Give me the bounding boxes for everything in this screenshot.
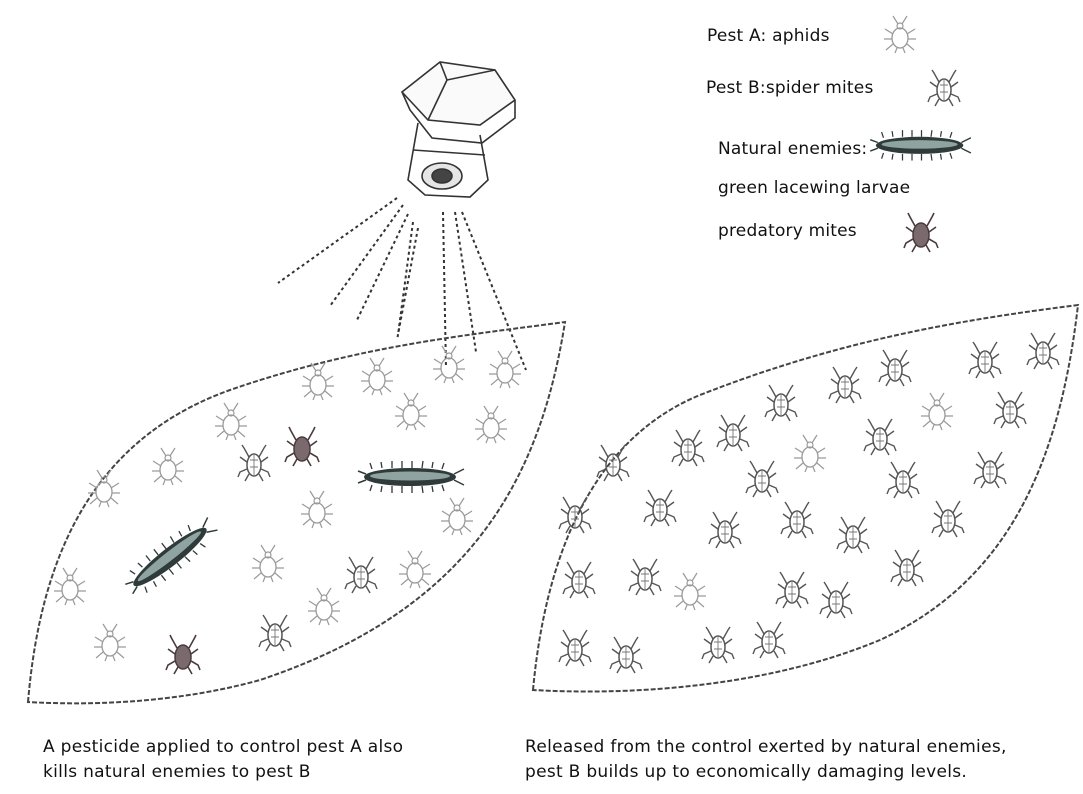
- legend-predatory-mites: predatory mites: [718, 221, 857, 241]
- spray-lines: [278, 198, 526, 370]
- spider-mite-icon: [928, 70, 960, 106]
- legend-lacewing: green lacewing larvae: [718, 178, 910, 198]
- caption-left: A pesticide applied to control pest A al…: [43, 735, 403, 785]
- left-leaf-insects: [54, 346, 521, 674]
- caption-right: Released from the control exerted by nat…: [525, 735, 1007, 785]
- right-leaf-outline: [533, 305, 1078, 692]
- right-leaf-insects: [559, 333, 1059, 673]
- legend-pest-a: Pest A: aphids: [707, 26, 830, 46]
- caption-right-line-1: Released from the control exerted by nat…: [525, 735, 1007, 760]
- legend-pest-b: Pest B:spider mites: [706, 78, 874, 98]
- caption-right-line-2: pest B builds up to economically damagin…: [525, 760, 1007, 785]
- lacewing-larva-icon: [870, 130, 971, 160]
- caption-left-line-2: kills natural enemies to pest B: [43, 760, 403, 785]
- aphid-icon: [884, 16, 916, 53]
- caption-left-line-1: A pesticide applied to control pest A al…: [43, 735, 403, 760]
- spray-nozzle-icon: [402, 62, 515, 197]
- predatory-mite-icon: [904, 213, 938, 252]
- left-leaf-outline: [28, 322, 565, 703]
- legend-natural-enemies: Natural enemies:: [718, 139, 867, 159]
